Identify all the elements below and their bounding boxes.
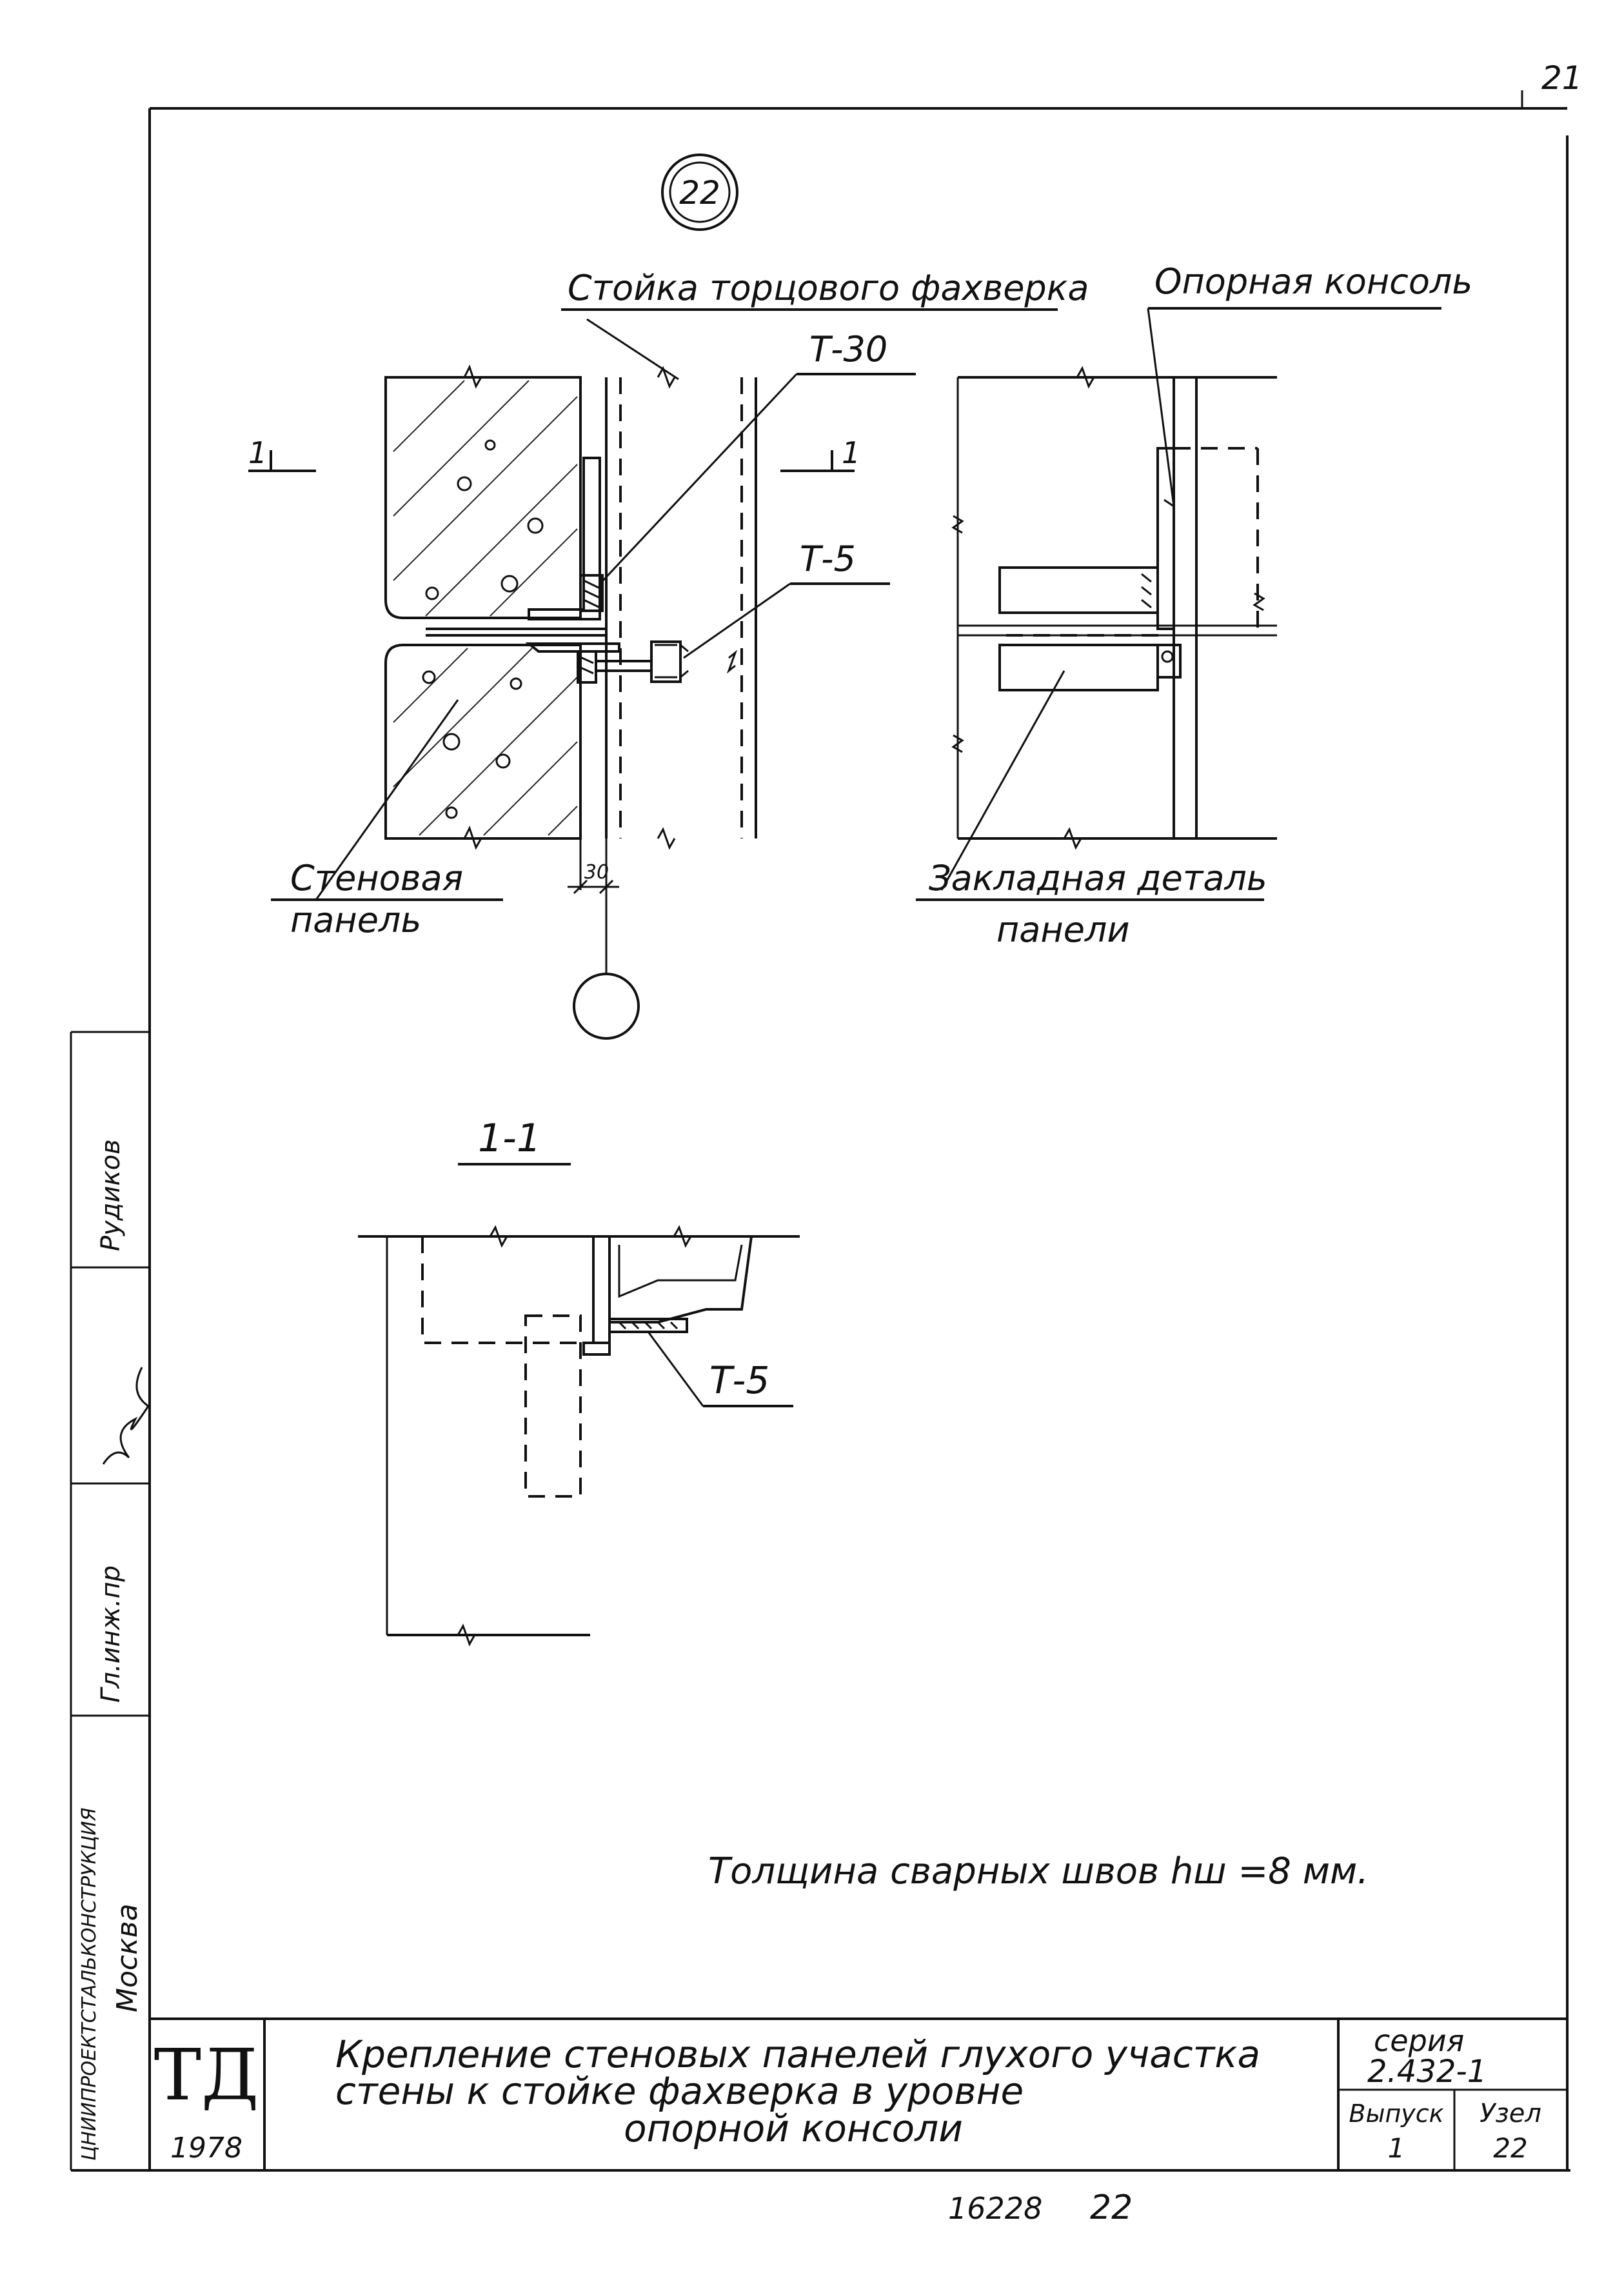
weld-note: Толщина сварных швов hш =8 мм.	[708, 1850, 1369, 1892]
label-embed-1: Закладная деталь	[929, 858, 1267, 898]
node-marker: 22	[661, 154, 738, 231]
label-support: Опорная консоль	[1154, 261, 1472, 302]
title-block: ТД 1978 Крепление стеновых панелей глухо…	[150, 2017, 1567, 2170]
section-mark-left: 1	[248, 435, 316, 472]
title-line-3: опорной консоли	[624, 2107, 963, 2150]
label-wall-panel-1: Стеновая	[290, 858, 463, 898]
label-embed-2: панели	[996, 909, 1130, 950]
weld-t5	[650, 640, 682, 683]
section-1-1: 1-1 Т-5	[358, 1116, 800, 1647]
svg-text:1: 1	[842, 435, 860, 470]
label-t30: Т-30	[809, 329, 887, 370]
section-title: 1-1	[478, 1116, 541, 1161]
section-mark-right: 1	[780, 435, 860, 472]
stamp-signature	[102, 1367, 150, 1465]
svg-text:22: 22	[679, 174, 720, 212]
embed-angle	[528, 457, 601, 620]
aggregate-marks	[422, 439, 544, 819]
stamp-role: Гл.инж.пр	[96, 1565, 126, 1703]
wall-panel-upper	[384, 376, 582, 619]
stamp-org: ЦНИИПРОЕКТСТАЛЬКОНСТРУКЦИЯ	[78, 1807, 101, 2161]
node-label: Узел	[1480, 2099, 1541, 2128]
title-line-1: Крепление стеновых панелей глухого участ…	[335, 2032, 1260, 2076]
dim-30: 30	[584, 861, 609, 884]
panel-hatching	[393, 380, 578, 836]
series-value: 2.432-1	[1367, 2054, 1487, 2090]
label-t5-bottom: Т-5	[709, 1358, 769, 1402]
sheet-frame	[71, 90, 1570, 2172]
series-label: серия	[1374, 2023, 1464, 2058]
side-stamp: Рудиков Гл.инж.пр ЦНИИПРОЕКТСТАЛЬКОНСТРУ…	[70, 1031, 150, 2170]
stamp-name: Рудиков	[96, 1139, 126, 1251]
label-wall-panel-2: панель	[290, 900, 421, 940]
svg-text:1: 1	[248, 435, 267, 470]
reference-circle	[573, 973, 640, 1040]
main-view: 30 1 1 Стойка торцового фахверка Т-30 Т-…	[248, 268, 1089, 1040]
node-value: 22	[1493, 2132, 1527, 2164]
stamp-city: Москва	[111, 1903, 144, 2012]
issue-value: 1	[1388, 2132, 1405, 2164]
support-console	[1156, 447, 1175, 630]
weld-t30	[579, 574, 604, 612]
label-column: Стойка торцового фахверка	[568, 268, 1089, 308]
title-year: 1978	[170, 2132, 243, 2165]
wall-panel-lower	[384, 644, 582, 840]
title-logo: ТД	[154, 2034, 259, 2116]
side-view: Опорная консоль Закладная деталь панели	[916, 261, 1472, 950]
issue-label: Выпуск	[1349, 2099, 1443, 2128]
bottom-code: 16228	[948, 2191, 1042, 2226]
bottom-number: 22	[1090, 2188, 1133, 2227]
title-line-2: стены к стойке фахверка в уровне	[335, 2069, 1024, 2113]
page-number: 21	[1541, 59, 1583, 97]
label-t5-top: Т-5	[800, 539, 856, 579]
